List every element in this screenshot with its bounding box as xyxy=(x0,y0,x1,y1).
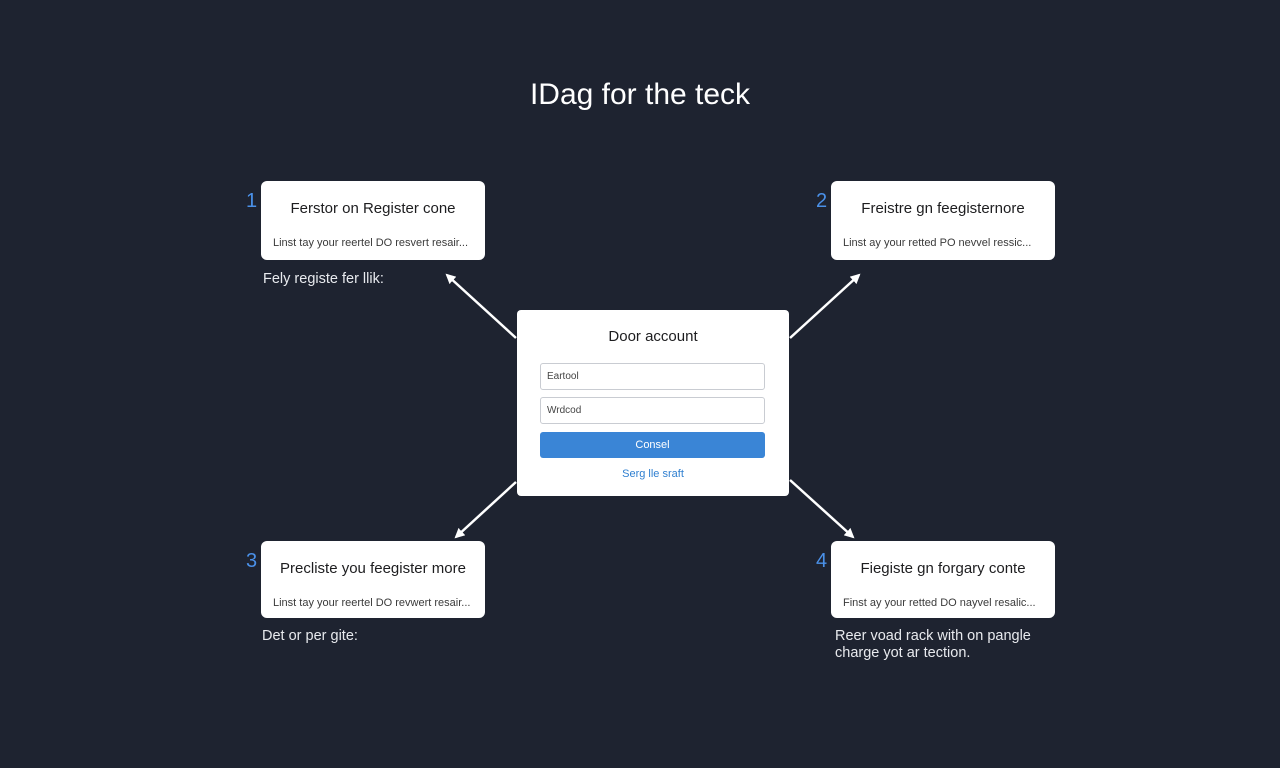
step-3-card: Precliste you feegister more Linst tay y… xyxy=(261,541,485,618)
step-2-number: 2 xyxy=(816,190,828,212)
step-2-description: Linst ay your retted PO nevvel ressic... xyxy=(843,237,1032,249)
step-4-title: Fiegiste gn forgary conte xyxy=(860,560,1026,577)
step-3-description: Linst tay your reertel DO revwert resair… xyxy=(273,597,471,609)
arrow-to-step-2 xyxy=(789,273,861,339)
step-3-number: 3 xyxy=(246,550,258,572)
diagram-title: IDag for the teck xyxy=(529,78,751,111)
step-1-note: Fely registe fer llik: xyxy=(263,271,384,287)
password-field[interactable]: Wrdcod xyxy=(540,397,765,424)
arrow-to-step-1 xyxy=(445,273,517,339)
username-field[interactable]: Eartool xyxy=(540,363,765,390)
step-4-description: Finst ay your retted DO nayvel resalic..… xyxy=(843,597,1036,609)
step-1-title: Ferstor on Register cone xyxy=(290,200,456,217)
step-2-title: Freistre gn feegisternore xyxy=(861,200,1025,217)
step-4-card: Fiegiste gn forgary conte Finst ay your … xyxy=(831,541,1055,618)
step-2-card: Freistre gn feegisternore Linst ay your … xyxy=(831,181,1055,260)
signup-link[interactable]: Serg lle sraft xyxy=(622,468,684,480)
login-title: Door account xyxy=(608,328,698,345)
step-4-number: 4 xyxy=(816,550,828,572)
step-1-number: 1 xyxy=(246,190,258,212)
step-3-note: Det or per gite: xyxy=(262,628,358,644)
step-4-note: Reer voad rack with on pangle charge yot… xyxy=(835,628,1031,661)
submit-button[interactable]: Consel xyxy=(540,432,765,458)
arrow-to-step-3 xyxy=(454,481,517,539)
login-card: Door account Eartool Wrdcod Consel Serg … xyxy=(517,310,789,496)
step-3-title: Precliste you feegister more xyxy=(280,560,466,577)
step-1-description: Linst tay your reertel DO resvert resair… xyxy=(273,237,469,249)
step-1-card: Ferstor on Register cone Linst tay your … xyxy=(261,181,485,260)
arrow-to-step-4 xyxy=(789,479,855,539)
